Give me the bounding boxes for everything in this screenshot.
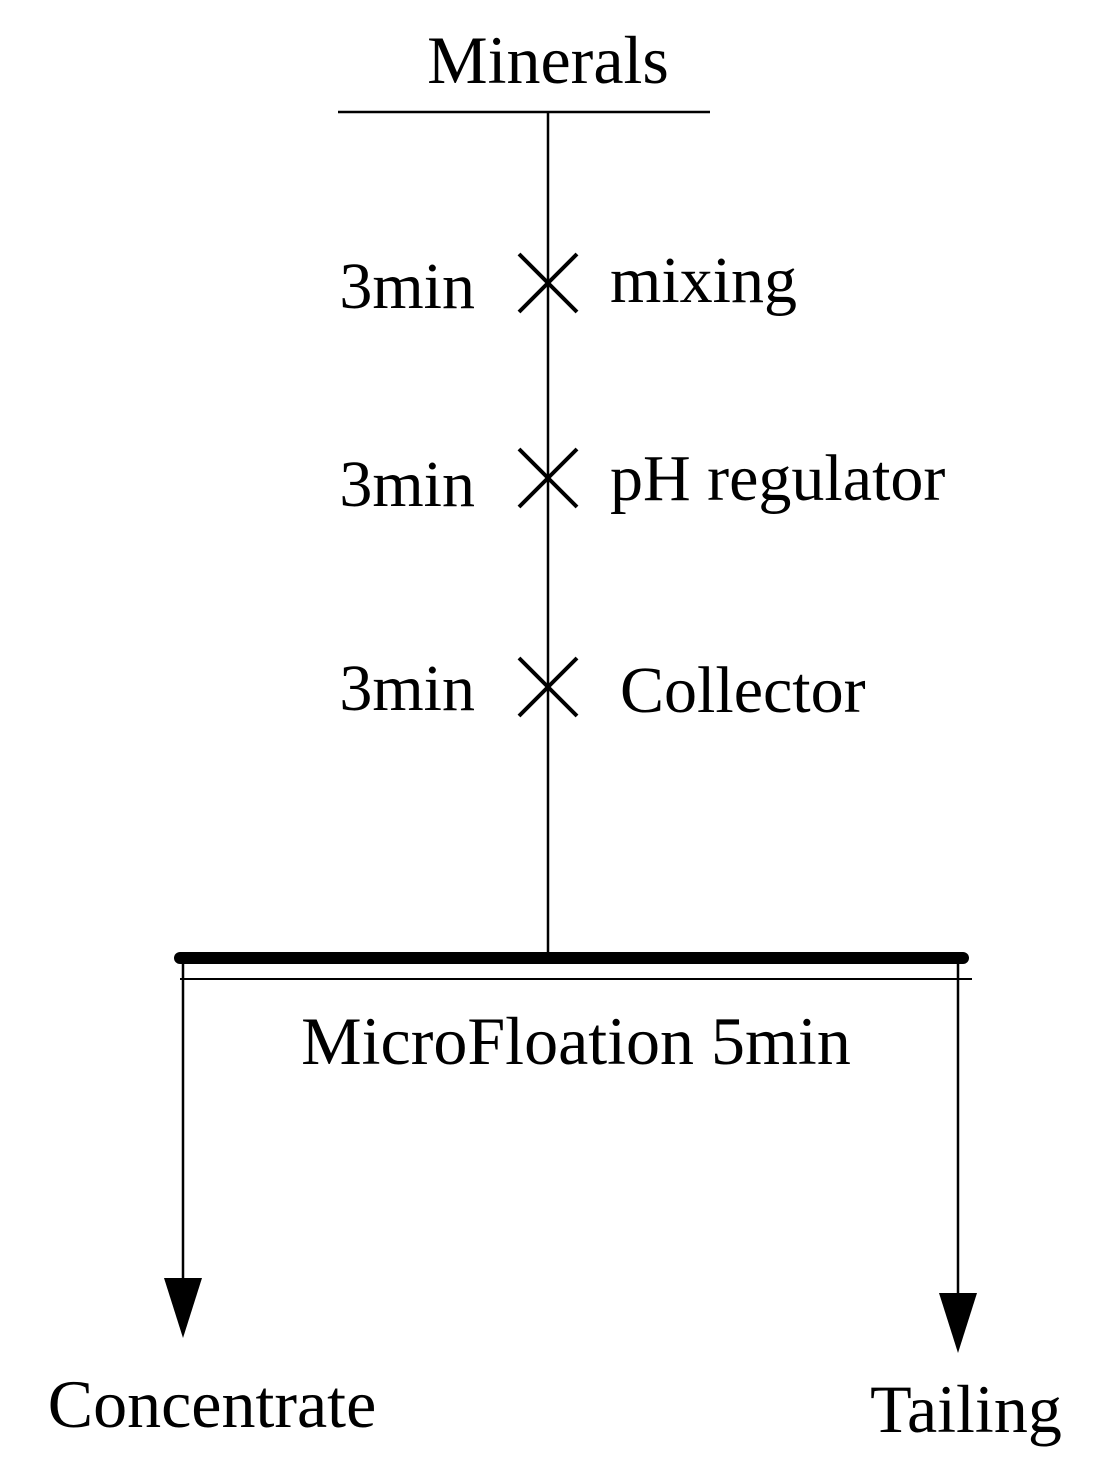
step-collector: 3min Collector <box>339 652 865 727</box>
step-action: pH regulator <box>610 442 945 515</box>
output-concentrate: Concentrate <box>48 1366 377 1442</box>
step-time: 3min <box>339 652 475 725</box>
feed-title: Minerals <box>427 22 669 98</box>
arrow-down-icon <box>164 1278 202 1338</box>
step-action: mixing <box>610 244 797 317</box>
step-action: Collector <box>620 654 866 727</box>
arrow-down-icon <box>939 1293 977 1353</box>
step-ph-regulator: 3min pH regulator <box>339 442 945 521</box>
step-mixing: 3min mixing <box>339 244 797 323</box>
cross-marker-icon <box>517 447 579 509</box>
step-time: 3min <box>339 448 475 521</box>
output-tailing: Tailing <box>870 1371 1062 1447</box>
step-time: 3min <box>339 250 475 323</box>
process-label: MicroFloation 5min <box>301 1003 851 1079</box>
cross-marker-icon <box>517 656 579 718</box>
cross-marker-icon <box>517 252 579 314</box>
